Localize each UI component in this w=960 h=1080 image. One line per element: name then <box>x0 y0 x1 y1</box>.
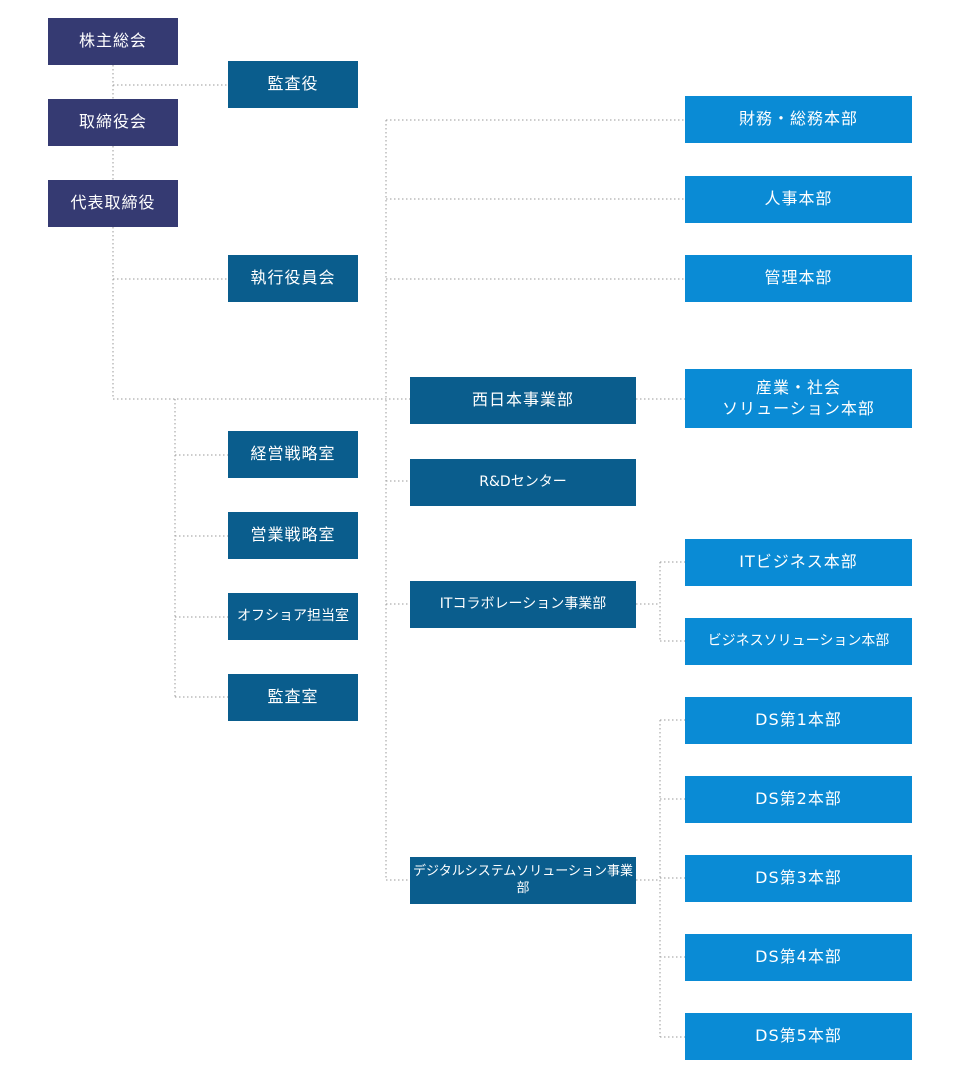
shareholders-box: 株主総会 <box>48 18 178 65</box>
auditor-box: 監査役 <box>228 61 358 108</box>
admin-box: 管理本部 <box>685 255 912 302</box>
ds5-box: DS第5本部 <box>685 1013 912 1060</box>
west-japan-box: 西日本事業部 <box>410 377 636 424</box>
business-solution-box: ビジネスソリューション本部 <box>685 618 912 665</box>
offshore-box: オフショア担当室 <box>228 593 358 640</box>
it-business-box: ITビジネス本部 <box>685 539 912 586</box>
sales-strategy-box: 営業戦略室 <box>228 512 358 559</box>
ds1-box: DS第1本部 <box>685 697 912 744</box>
digital-system-box: デジタルシステムソリューション事業部 <box>410 857 636 904</box>
finance-box: 財務・総務本部 <box>685 96 912 143</box>
corp-planning-box: 経営戦略室 <box>228 431 358 478</box>
ds3-box: DS第3本部 <box>685 855 912 902</box>
ceo-box: 代表取締役 <box>48 180 178 227</box>
hr-box: 人事本部 <box>685 176 912 223</box>
exec-committee-box: 執行役員会 <box>228 255 358 302</box>
board-box: 取締役会 <box>48 99 178 146</box>
ds2-box: DS第2本部 <box>685 776 912 823</box>
rd-center-box: R&Dセンター <box>410 459 636 506</box>
ds4-box: DS第4本部 <box>685 934 912 981</box>
it-collab-box: ITコラボレーション事業部 <box>410 581 636 628</box>
audit-office-box: 監査室 <box>228 674 358 721</box>
industry-social-box: 産業・社会 ソリューション本部 <box>685 369 912 428</box>
